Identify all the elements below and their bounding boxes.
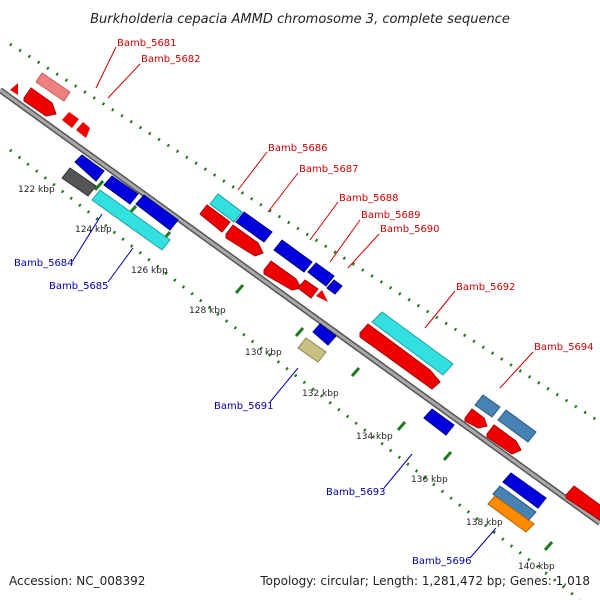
gene-block (486, 424, 522, 455)
gene-block-5692 (371, 311, 454, 376)
tick-label-134: 134 kbp (356, 432, 393, 442)
gene-block (297, 279, 319, 299)
gene-block-5696 (487, 495, 535, 533)
upper-genes (10, 72, 600, 521)
gene-label-5686: Bamb_5686 (268, 143, 328, 154)
gene-block (312, 323, 337, 346)
gene-block (199, 204, 231, 233)
tick-mark (93, 180, 105, 191)
gene-labels-upper: Bamb_5681 Bamb_5682 Bamb_5686 Bamb_5687 … (117, 38, 594, 353)
gene-label-5684: Bamb_5684 (14, 258, 74, 269)
gene-block (61, 167, 97, 197)
gene-label-5696: Bamb_5696 (412, 556, 472, 567)
gene-label-5690: Bamb_5690 (380, 224, 440, 235)
gene-block-5694 (474, 394, 501, 418)
gene-block (76, 122, 90, 138)
gene-block (464, 408, 488, 429)
tick-label-130: 130 kbp (245, 348, 282, 358)
leader-lines (71, 46, 534, 559)
gene-label-5693: Bamb_5693 (326, 487, 386, 498)
gene-arrow-small (10, 83, 18, 95)
tick-label-138: 138 kbp (466, 518, 503, 528)
tick-mark (543, 541, 554, 551)
gene-block-5682 (23, 87, 57, 117)
tick-label-122: 122 kbp (18, 185, 55, 195)
gene-label-5688: Bamb_5688 (339, 193, 399, 204)
gene-label-5692: Bamb_5692 (456, 282, 516, 293)
tick-mark (294, 327, 305, 337)
gene-block-5693 (423, 408, 455, 436)
gene-label-5694: Bamb_5694 (534, 342, 594, 353)
gene-block-5689 (307, 262, 335, 287)
gene-label-5681: Bamb_5681 (117, 38, 177, 49)
gene-block (62, 112, 79, 128)
upper-guide-track (9, 42, 600, 424)
gene-block-5687 (235, 211, 273, 243)
chromosome-backbone (0, 87, 600, 526)
tick-mark (350, 367, 361, 377)
guide-tracks (9, 42, 600, 600)
gene-block (565, 485, 600, 521)
gene-block (103, 175, 139, 205)
tick-label-140: 140 kbp (518, 562, 555, 572)
gene-label-5691: Bamb_5691 (214, 401, 274, 412)
tick-labels: 122 kbp 124 kbp 126 kbp 128 kbp 130 kbp … (18, 185, 555, 572)
gene-block-5688 (273, 239, 313, 273)
tick-label-132: 132 kbp (302, 389, 339, 399)
gene-labels-lower: Bamb_5684 Bamb_5685 Bamb_5691 Bamb_5693 … (14, 258, 472, 567)
gene-block (359, 323, 441, 390)
gene-block (74, 154, 105, 182)
tick-label-128: 128 kbp (189, 306, 226, 316)
gene-block-5684 (135, 194, 179, 231)
gene-label-5685: Bamb_5685 (49, 281, 109, 292)
gene-block-5685 (91, 189, 171, 251)
accession-text: Accession: NC_008392 (9, 574, 145, 588)
gene-block (225, 224, 264, 257)
tick-mark (442, 451, 453, 461)
tick-label-136: 136 kbp (411, 475, 448, 485)
gene-label-5687: Bamb_5687 (299, 164, 359, 175)
tick-mark (234, 284, 245, 294)
topology-summary-text: Topology: circular; Length: 1,281,472 bp… (259, 574, 590, 588)
map-title: Burkholderia cepacia AMMD chromosome 3, … (90, 12, 510, 27)
gene-block-5690 (326, 279, 343, 295)
tick-label-124: 124 kbp (75, 225, 112, 235)
gene-block-5681 (35, 72, 71, 102)
gene-label-5689: Bamb_5689 (361, 210, 421, 221)
gene-block-5691 (297, 337, 327, 363)
gene-label-5682: Bamb_5682 (141, 54, 201, 65)
gene-block-5686 (209, 193, 243, 223)
gene-block (497, 409, 537, 443)
gene-block (502, 472, 547, 509)
lower-guide-track (9, 148, 581, 600)
tick-mark (396, 421, 407, 431)
tick-label-126: 126 kbp (131, 266, 168, 276)
gene-arrow-small (316, 290, 328, 302)
lower-genes (61, 154, 547, 533)
